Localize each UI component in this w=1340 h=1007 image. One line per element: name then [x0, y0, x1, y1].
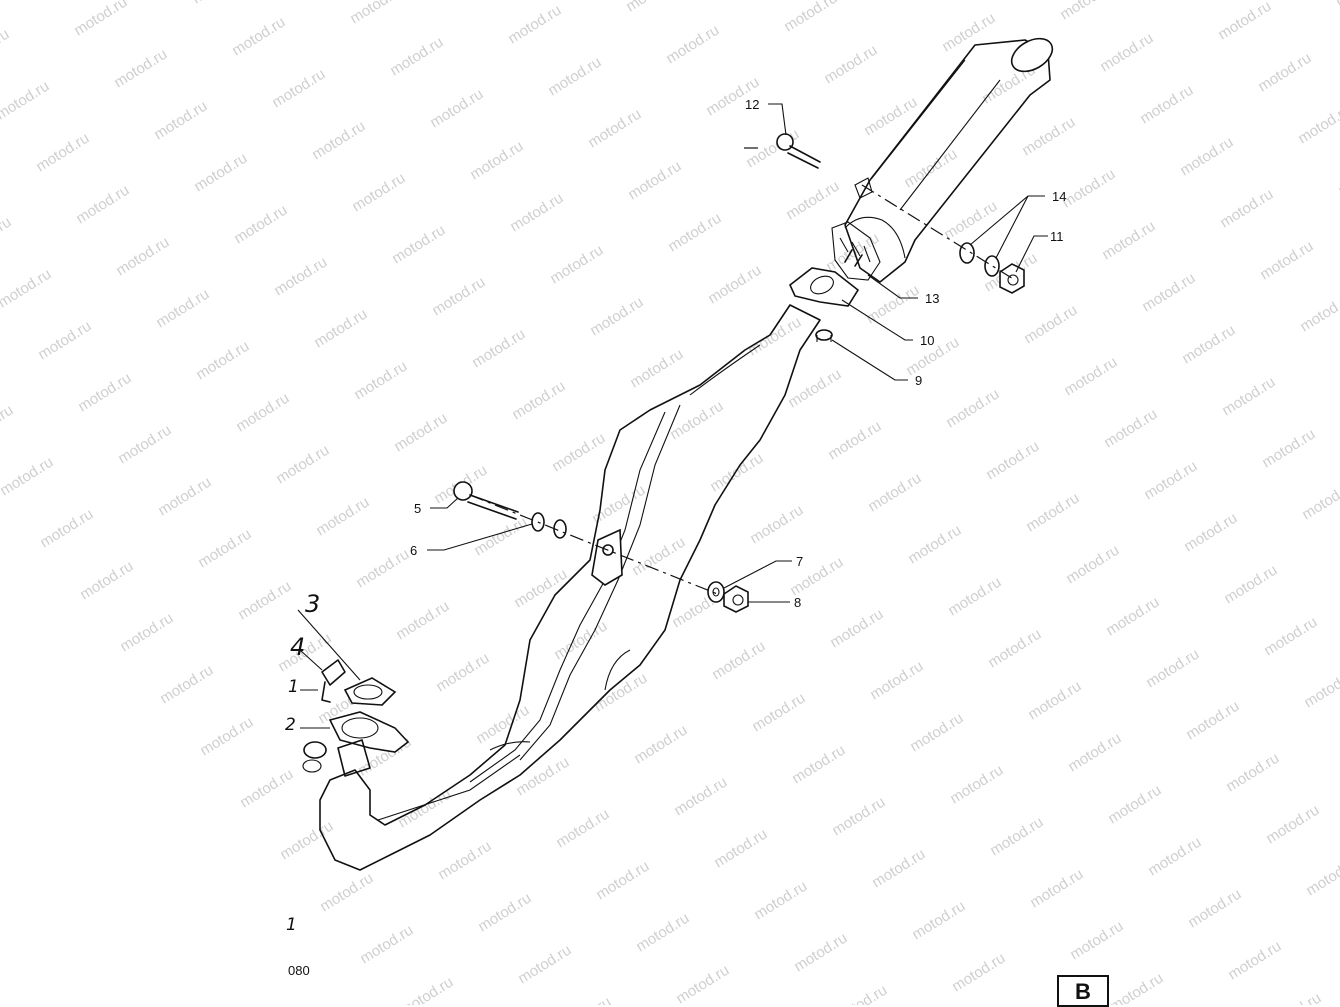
callout-12: 12: [745, 97, 759, 112]
handwritten-label-1: 1: [288, 677, 299, 697]
callout-5: 5: [414, 501, 421, 516]
callout-8: 8: [794, 595, 801, 610]
handwritten-label-2: 2: [285, 715, 296, 735]
stud-4: [321, 659, 346, 703]
bolt-5: [453, 481, 519, 520]
stud-9: [815, 329, 833, 342]
page-tag: B: [1057, 975, 1109, 1007]
callout-9: 9: [915, 373, 922, 388]
axis-lines: [469, 147, 1016, 596]
handwritten-label-3: 3: [305, 590, 320, 618]
gasket-3: [343, 677, 397, 706]
washers-6: [531, 512, 567, 539]
callout-13: 13: [925, 291, 939, 306]
washer-7: [707, 581, 725, 603]
margin-mark: 1: [286, 915, 297, 935]
callout-14: 14: [1052, 189, 1066, 204]
nut-11: [999, 263, 1025, 294]
expansion-chamber: [319, 304, 821, 871]
diagram-code: 080: [288, 963, 310, 978]
callout-10: 10: [920, 333, 934, 348]
callout-6: 6: [410, 543, 417, 558]
nut-8: [723, 585, 749, 613]
callout-11: 11: [1050, 229, 1064, 244]
bolt-12: [776, 133, 821, 169]
stud-13: [844, 249, 863, 267]
handwritten-label-4: 4: [290, 633, 305, 661]
washers-14: [959, 242, 1000, 277]
silencer: [831, 37, 1054, 283]
nut-2: [302, 741, 327, 773]
chamber-bracket: [591, 528, 623, 586]
gasket-10: [789, 267, 860, 307]
leader-lines: [297, 103, 1048, 729]
exhaust-flange: [328, 711, 410, 777]
callout-7: 7: [796, 554, 803, 569]
